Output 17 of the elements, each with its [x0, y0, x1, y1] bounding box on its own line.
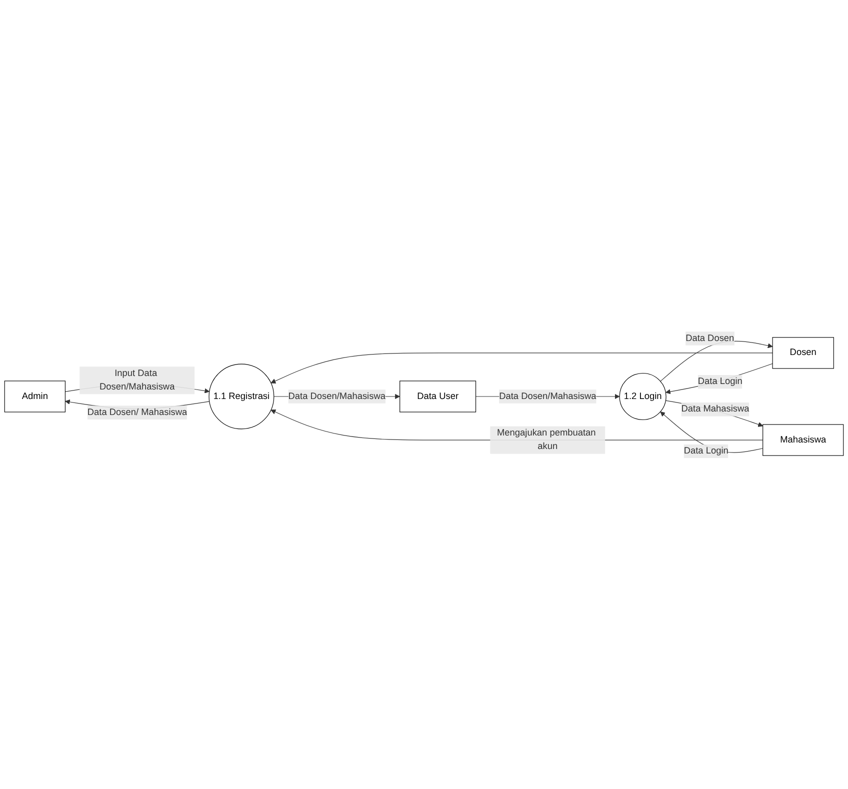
node-circle: 1.1 Registrasi: [208, 363, 274, 429]
edge-label: Data Login: [684, 446, 728, 456]
edge-label: Input Data Dosen/Mahasiswa: [100, 368, 175, 392]
node-box: Mahasiswa: [762, 424, 844, 456]
edge-label: Mengajukan pembuatan akun: [497, 428, 596, 452]
arrow: [665, 362, 773, 394]
edge-label: Data Dosen/ Mahasiswa: [87, 407, 188, 417]
node-box: Admin: [4, 380, 66, 412]
edge-label: Data Dosen/Mahasiswa: [499, 390, 596, 401]
arrow: [270, 352, 773, 384]
edge-label: Data Mahasiswa: [681, 404, 750, 414]
node-circle: 1.2 Login: [619, 372, 666, 420]
node-box: Dosen: [772, 336, 834, 368]
edge-label: Data Dosen/Mahasiswa: [288, 390, 386, 401]
node-box: Data User: [400, 380, 476, 412]
edge-label: Data Login: [698, 376, 742, 386]
edge-label: Data Dosen: [686, 332, 734, 343]
